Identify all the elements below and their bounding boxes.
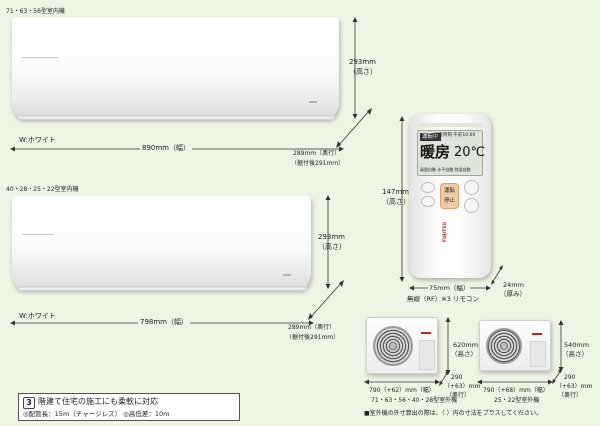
outdoor-unit-small bbox=[479, 320, 551, 371]
outdoor-small-fan-hub bbox=[500, 342, 508, 350]
remote-timer-button[interactable] bbox=[421, 196, 435, 207]
outdoor-small-height-word: （高さ） bbox=[562, 350, 588, 358]
remote-run-label: 運転 bbox=[444, 188, 456, 194]
top-unit-width: 890mm（幅） bbox=[140, 144, 192, 152]
remote-width: 75mm（幅） bbox=[428, 284, 471, 292]
bottom-unit-vent bbox=[18, 286, 307, 292]
bottom-unit-trim bbox=[22, 234, 54, 235]
top-indoor-unit bbox=[12, 17, 339, 121]
top-unit-depth-2: （据付後291mm） bbox=[291, 160, 345, 167]
outdoor-footnote: ■室外機の外寸算出の際は、（ ）内の寸法をプラスしてください。 bbox=[364, 410, 543, 417]
outdoor-small-width: 790（+68）mm（幅） bbox=[483, 387, 549, 394]
bottom-unit-height-dimension bbox=[325, 195, 331, 289]
top-unit-depth-dimension bbox=[336, 108, 372, 148]
remote-caption: 無線（RF）※3 リモコン bbox=[407, 295, 479, 303]
info-headline: 階建て住宅の施工にも柔軟に対応 bbox=[38, 397, 158, 406]
info-specs: ◎配管長：15m（チャージレス） ◎高低差：10m bbox=[23, 410, 170, 418]
outdoor-large-width: 790（+62）mm（幅） bbox=[369, 387, 435, 394]
outdoor-small-depth-extra: （+63）mm bbox=[556, 383, 593, 390]
bottom-unit-height-word: （高さ） bbox=[318, 243, 346, 251]
top-unit-height-dimension bbox=[352, 17, 358, 119]
outdoor-large-depth-dimension bbox=[439, 370, 449, 386]
bottom-unit-height-value: 293mm bbox=[318, 233, 345, 241]
outdoor-large-logo bbox=[421, 332, 431, 334]
outdoor-large-depth-value: 290 bbox=[451, 374, 463, 381]
outdoor-small-label: 25・22型室外機 bbox=[494, 397, 540, 404]
remote-temp-down-button[interactable] bbox=[464, 198, 479, 213]
top-unit-vent bbox=[18, 115, 335, 121]
remote-temp-up-button[interactable] bbox=[464, 180, 479, 195]
outdoor-large-height-value: 620mm bbox=[453, 341, 479, 349]
remote-height-word: （高さ） bbox=[382, 198, 410, 206]
remote-lcd-tag-box: 運転中 bbox=[420, 133, 441, 141]
remote-lcd: 運転中 現在時刻 午前10:00 暖房 20℃ 風量自動 水平自動 除湿自動 bbox=[417, 130, 486, 176]
floors-badge-number: 3 bbox=[26, 398, 32, 407]
remote-depth-dimension bbox=[491, 265, 503, 285]
outdoor-large-height-word: （高さ） bbox=[451, 350, 477, 358]
top-unit-label: 71・63・56型室内機 bbox=[6, 8, 65, 15]
outdoor-small-depth-dimension bbox=[552, 368, 562, 384]
bottom-unit-color: W:ホワイト bbox=[19, 312, 56, 320]
top-unit-trim bbox=[22, 57, 58, 58]
bottom-indoor-unit bbox=[12, 196, 311, 292]
floors-badge: 3 bbox=[23, 397, 35, 409]
outdoor-large-depth-extra: （+63）mm bbox=[444, 383, 481, 390]
outdoor-large-depth-word: （奥行） bbox=[446, 392, 471, 399]
outdoor-small-depth-word: （奥行） bbox=[558, 392, 583, 399]
outdoor-small-side-panel bbox=[530, 341, 546, 367]
top-unit-height-value: 293mm bbox=[349, 58, 376, 66]
bottom-unit-depth-dimension bbox=[308, 280, 344, 320]
outdoor-large-label: 71・63・56・40・28型室外機 bbox=[371, 397, 458, 404]
top-unit-color: W:ホワイト bbox=[19, 136, 56, 144]
outdoor-small-height-value: 540mm bbox=[564, 341, 590, 349]
bottom-unit-label: 40・28・25・22型室内機 bbox=[6, 186, 79, 193]
outdoor-large-fan-hub bbox=[389, 342, 397, 350]
bottom-unit-depth-1: 289mm（奥行） bbox=[288, 324, 336, 331]
remote-depth-word: （厚み） bbox=[500, 290, 526, 298]
bottom-unit-width: 798mm（幅） bbox=[138, 318, 190, 326]
outdoor-unit-large bbox=[366, 317, 438, 374]
remote-mode-button[interactable] bbox=[421, 182, 435, 193]
bottom-unit-logo bbox=[283, 274, 291, 276]
remote-stop-label: 停止 bbox=[444, 198, 456, 204]
remote-top-band bbox=[417, 123, 483, 127]
outdoor-large-fan bbox=[373, 326, 413, 366]
outdoor-small-depth-value: 290 bbox=[564, 374, 576, 381]
installation-info-box: 3 階建て住宅の施工にも柔軟に対応 ◎配管長：15m（チャージレス） ◎高低差：… bbox=[18, 393, 240, 421]
remote-lcd-status: 風量自動 水平自動 除湿自動 bbox=[420, 167, 471, 172]
outdoor-small-logo bbox=[532, 333, 542, 335]
outdoor-large-width-dimension bbox=[364, 379, 440, 385]
remote-control: 運転中 現在時刻 午前10:00 暖房 20℃ 風量自動 水平自動 除湿自動 運… bbox=[409, 114, 491, 278]
outdoor-large-height-dimension bbox=[445, 317, 451, 375]
top-unit-logo bbox=[309, 101, 317, 103]
remote-height-value: 147mm bbox=[382, 188, 409, 196]
outdoor-large-side-panel bbox=[419, 340, 435, 370]
remote-lcd-mode: 暖房 bbox=[420, 143, 451, 161]
remote-brand: FUJITSU bbox=[443, 221, 448, 242]
bottom-unit-depth-2: （据付後291mm） bbox=[286, 334, 340, 341]
remote-lcd-clock: 現在時刻 午前10:00 bbox=[434, 133, 476, 138]
top-unit-depth-1: 289mm（奥行） bbox=[293, 150, 341, 157]
remote-lcd-temp: 20℃ bbox=[454, 145, 486, 160]
outdoor-small-width-dimension bbox=[477, 379, 553, 385]
remote-run-stop-button[interactable]: 運転 停止 bbox=[440, 183, 459, 209]
top-unit-height-word: （高さ） bbox=[349, 68, 377, 76]
remote-lcd-tag: 運転中 bbox=[422, 134, 439, 140]
remote-height-dimension bbox=[399, 116, 405, 282]
remote-depth-value: 24mm bbox=[503, 281, 524, 289]
